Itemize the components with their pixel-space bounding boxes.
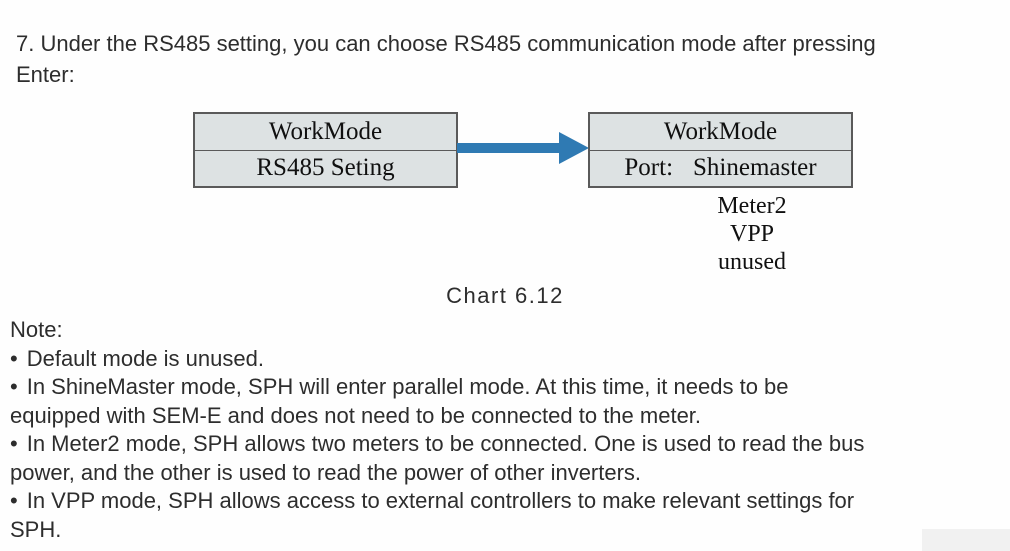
notes-section: Note: • Default mode is unused. • In Shine… (10, 316, 1000, 544)
bullet-icon: • (10, 345, 18, 371)
port-selected-value: Shinemaster (693, 154, 817, 182)
bullet-icon: • (10, 488, 18, 513)
note-item-3: • In Meter2 mode, SPH allows two meters t… (10, 430, 1000, 459)
menu-box-workmode-port: WorkMode Port: Shinemaster (588, 112, 853, 188)
menu-box-item: RS485 Seting (256, 154, 395, 182)
note-text: In ShineMaster mode, SPH will enter para… (26, 374, 789, 399)
note-item-3-continuation: power, and the other is used to read the… (10, 459, 642, 485)
note-item-4-continuation: SPH. (10, 516, 62, 542)
intro-line-2: Enter: (16, 62, 75, 87)
scan-artifact (922, 529, 1010, 551)
port-option-vpp: VPP (729, 221, 775, 247)
menu-box-title: WorkMode (590, 114, 851, 151)
notes-heading: Note: (10, 317, 63, 342)
note-item-1: • Default mode is unused. (10, 345, 1000, 374)
arrow-right-icon (457, 143, 563, 153)
port-label: Port: (624, 154, 674, 182)
note-item-2: • In ShineMaster mode, SPH will enter par… (10, 373, 1000, 402)
menu-box-title: WorkMode (195, 114, 456, 151)
bullet-icon: • (10, 431, 18, 456)
menu-box-rs485-setting: WorkMode RS485 Seting (193, 112, 458, 188)
port-row: Port: Shinemaster (590, 151, 851, 187)
note-item-2-continuation: equipped with SEM-E and does not need to… (10, 402, 702, 428)
intro-line-1: 7. Under the RS485 setting, you can choo… (16, 31, 876, 56)
port-option-unused: unused (718, 249, 786, 275)
note-text: In Meter2 mode, SPH allows two meters to… (26, 431, 865, 456)
bullet-icon: • (10, 374, 18, 399)
intro-paragraph: 7. Under the RS485 setting, you can choo… (16, 28, 1001, 90)
arrow-right-head-icon (559, 132, 589, 164)
note-text: In VPP mode, SPH allows access to extern… (26, 488, 855, 513)
note-text: Default mode is unused. (26, 345, 264, 371)
port-option-meter2: Meter2 (717, 193, 787, 219)
chart-caption: Chart 6.12 (446, 283, 564, 308)
note-item-4: • In VPP mode, SPH allows access to exter… (10, 487, 1000, 516)
port-options-list: Meter2 VPP unused (622, 192, 882, 276)
